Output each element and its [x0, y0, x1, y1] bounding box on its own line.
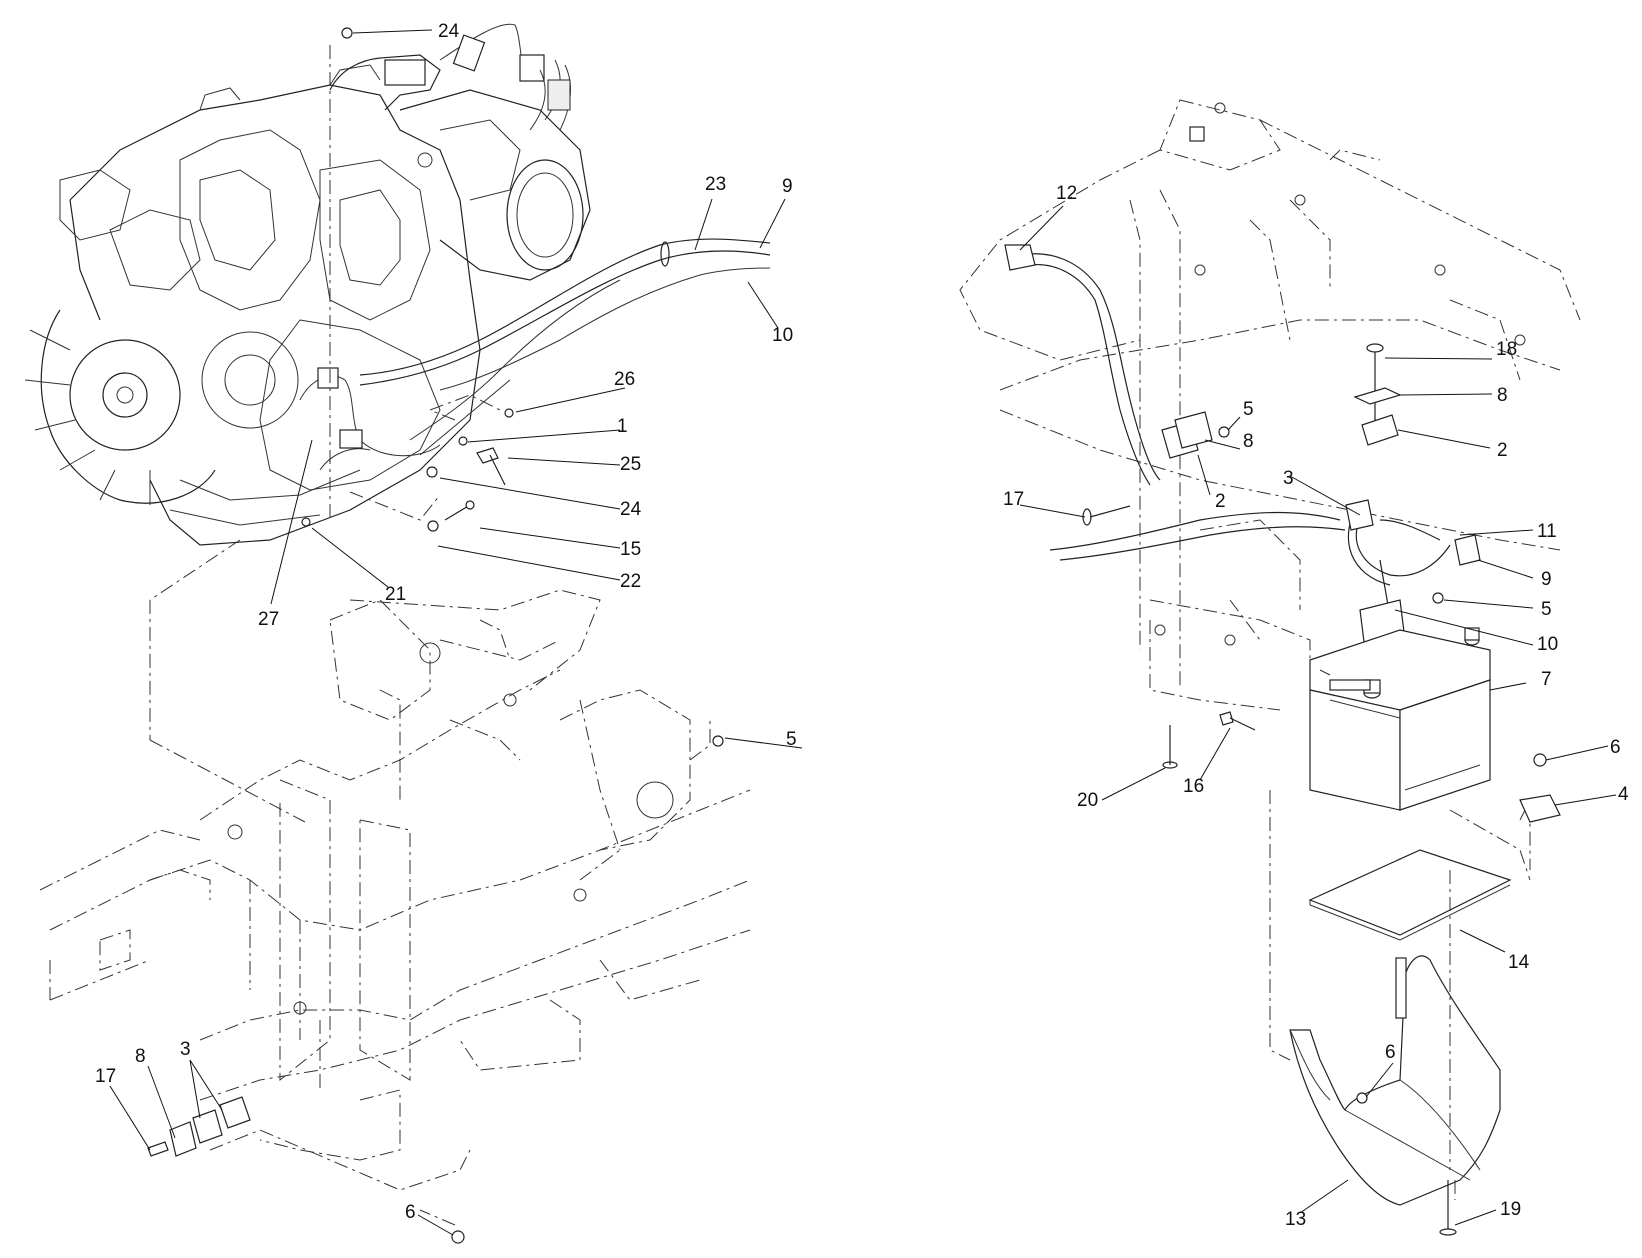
callout-11: 11 [1537, 521, 1557, 542]
battery [1309, 627, 1491, 811]
callout-9: 9 [1541, 569, 1552, 590]
callout-6: 6 [405, 1202, 416, 1223]
engine-hardware [301, 27, 514, 532]
callout-17: 17 [95, 1066, 116, 1087]
callout-3: 3 [1283, 468, 1294, 489]
callout-9: 9 [782, 176, 793, 197]
callout-17: 17 [1003, 489, 1024, 510]
callout-4: 4 [1618, 784, 1629, 805]
callout-24: 24 [438, 21, 460, 42]
callout-26: 26 [614, 369, 635, 390]
callout-20: 20 [1077, 790, 1098, 811]
callout-2: 2 [1497, 440, 1508, 461]
callout-21: 21 [385, 584, 406, 605]
callout-2: 2 [1215, 491, 1226, 512]
callout-labels: 24 23 9 10 26 1 25 24 15 22 21 27 5 3 8 … [95, 21, 1629, 1230]
callout-16: 16 [1183, 776, 1204, 797]
engine-assembly [24, 23, 771, 823]
callout-23: 23 [705, 174, 726, 195]
battery-tray-and-box [1269, 790, 1531, 1206]
callout-5: 5 [1243, 399, 1254, 420]
callout-3: 3 [180, 1039, 191, 1060]
callout-10: 10 [1537, 634, 1558, 655]
frame-assembly [39, 589, 751, 1191]
battery-frame [959, 99, 1581, 711]
callout-5: 5 [1541, 599, 1552, 620]
callout-12: 12 [1056, 183, 1077, 204]
callout-8: 8 [1497, 385, 1508, 406]
callout-15: 15 [620, 539, 641, 560]
callout-7: 7 [1541, 669, 1552, 690]
callout-14: 14 [1508, 952, 1530, 973]
callout-8: 8 [135, 1046, 146, 1067]
callout-5: 5 [786, 729, 797, 750]
callout-22: 22 [620, 571, 641, 592]
callout-19: 19 [1500, 1199, 1521, 1220]
callout-1: 1 [617, 416, 628, 437]
callout-8: 8 [1243, 431, 1254, 452]
callout-25: 25 [620, 454, 641, 475]
callout-27: 27 [258, 609, 279, 630]
callout-13: 13 [1285, 1209, 1306, 1230]
callout-18: 18 [1496, 339, 1517, 360]
callout-10: 10 [772, 325, 793, 346]
callout-6: 6 [1385, 1042, 1396, 1063]
leader-lines [109, 29, 1617, 1236]
callout-6: 6 [1610, 737, 1621, 758]
clamp-parts-left [147, 1096, 465, 1244]
callout-24: 24 [620, 499, 642, 520]
